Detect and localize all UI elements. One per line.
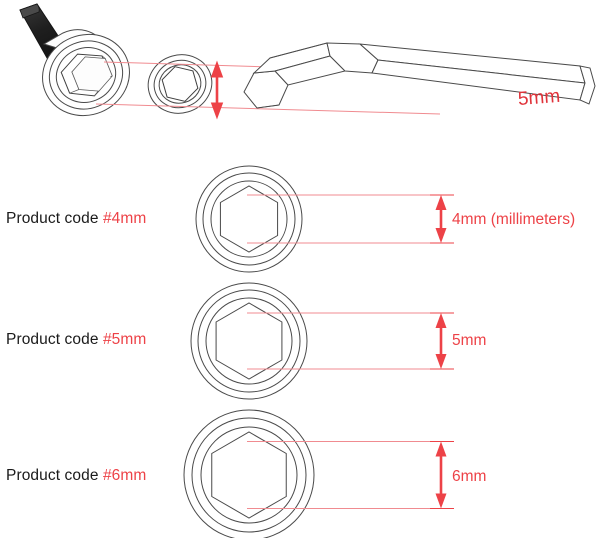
product-code-5mm: Product code #5mm: [6, 331, 146, 349]
dimension-arrow: [430, 312, 454, 370]
socket-mid-circle: [197, 289, 301, 393]
hex-recess: [211, 431, 287, 519]
socket-inner-circle: [205, 297, 293, 385]
product-code-4mm: Product code #4mm: [6, 210, 146, 228]
dimension-label-4mm: 4mm (millimeters): [452, 211, 576, 228]
socket-screw-head-left: [42, 29, 130, 117]
socket-row-5mm: [190, 282, 454, 400]
hex-key-tool: [243, 42, 596, 109]
dimension-arrow: [430, 441, 454, 509]
socket-inner-circle: [200, 426, 298, 524]
socket-outer-circle: [183, 409, 315, 538]
socket-inner-circle: [210, 180, 288, 258]
socket-outer-circle: [190, 282, 308, 400]
socket-row-6mm: [183, 409, 454, 538]
hero-size-label: 5mm: [517, 85, 561, 110]
hex-recess: [215, 302, 283, 380]
socket-outer-circle: [195, 165, 303, 273]
product-code-value: #4mm: [102, 210, 147, 227]
hero-group: [19, 3, 596, 120]
product-code-6mm: Product code #6mm: [6, 467, 146, 485]
socket-mid-circle: [202, 172, 296, 266]
product-code-prefix: Product code: [6, 467, 103, 484]
dimension-label-6mm: 6mm: [452, 468, 487, 485]
socket-row-4mm: [195, 165, 454, 273]
product-code-prefix: Product code: [6, 210, 103, 227]
product-code-value: #5mm: [102, 331, 147, 348]
dimension-arrow: [430, 194, 454, 244]
product-code-prefix: Product code: [6, 331, 103, 348]
product-code-value: #6mm: [102, 467, 147, 484]
dimension-label-5mm: 5mm: [452, 332, 487, 349]
socket-mid-circle: [191, 417, 307, 533]
hex-recess: [219, 185, 279, 253]
socket-screw-head-middle: [147, 54, 213, 114]
hero-dimension-arrow: [210, 60, 224, 120]
